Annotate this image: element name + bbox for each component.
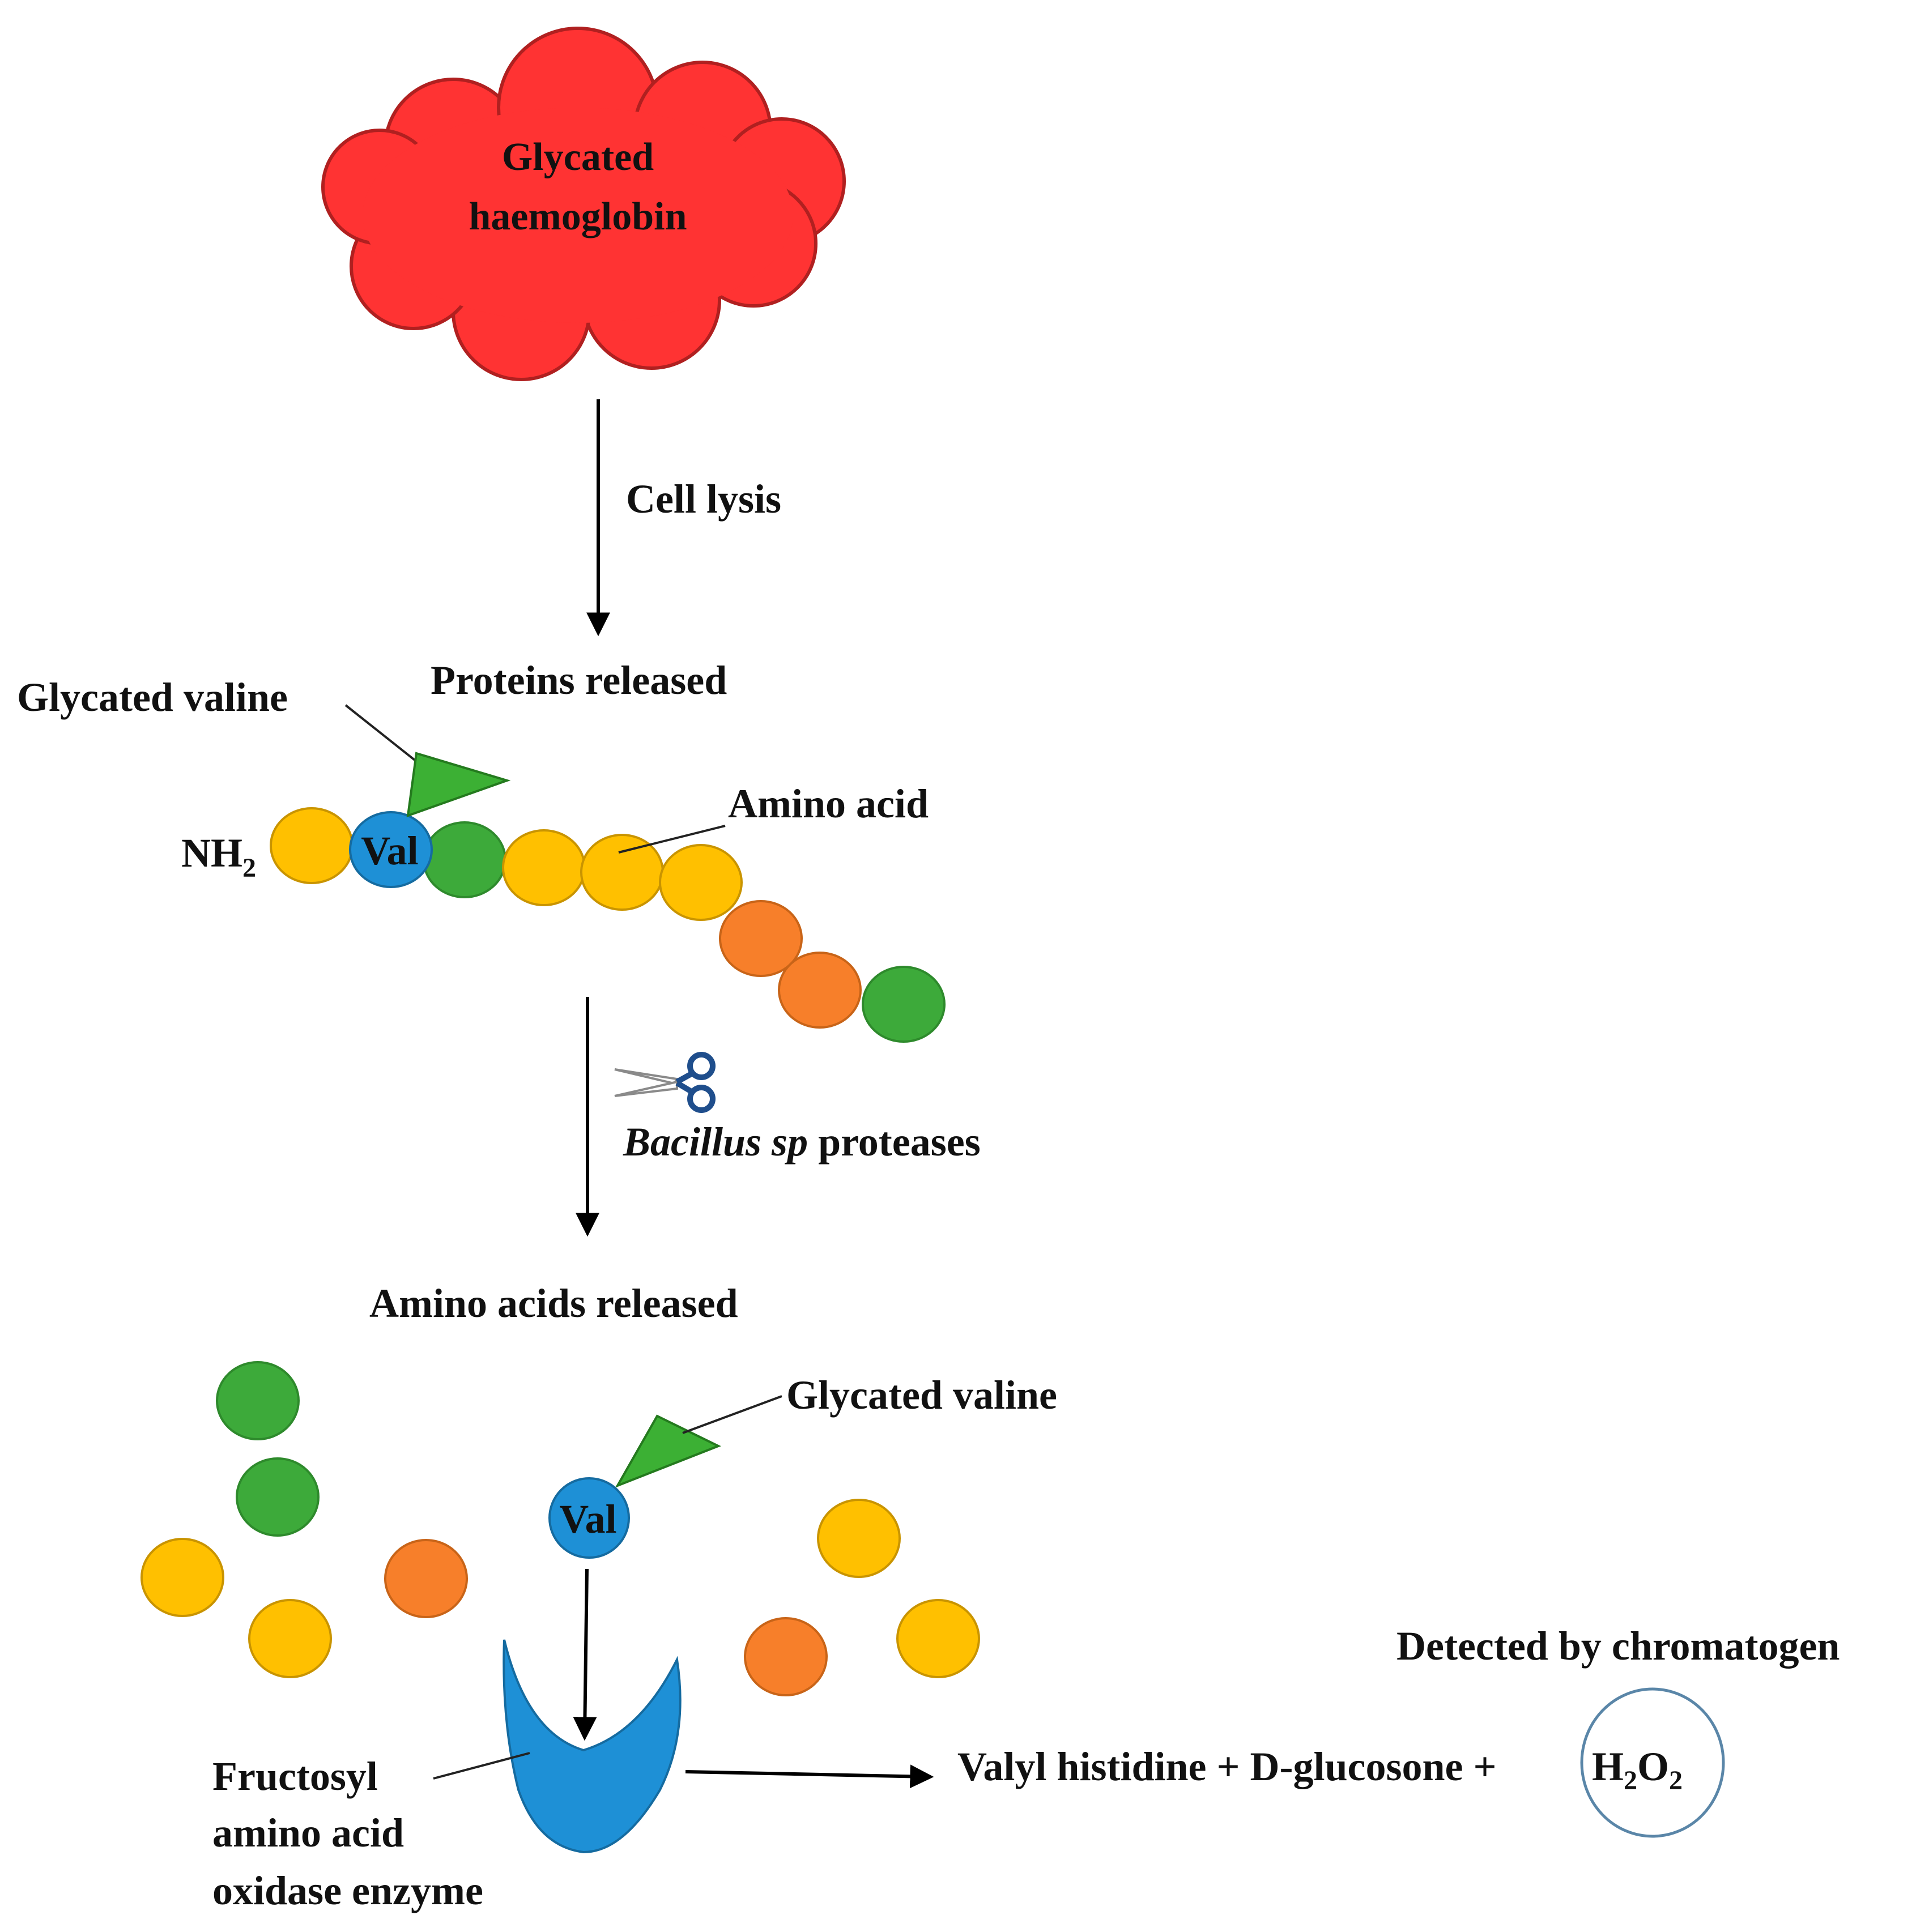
h2o2-highlight-circle bbox=[1580, 1687, 1725, 1838]
proteins-released-label: Proteins released bbox=[431, 658, 727, 703]
free-amino-acids bbox=[140, 1361, 980, 1696]
amino-acid-bead bbox=[719, 900, 803, 977]
cloud-label-line1: Glycated bbox=[502, 135, 654, 179]
glycated-valine-label-bottom: Glycated valine bbox=[786, 1372, 1057, 1418]
amino-acid-bead bbox=[862, 966, 946, 1043]
amino-acid-bead bbox=[423, 821, 506, 898]
glycated-valine-leader-bottom bbox=[682, 1395, 782, 1434]
amino-acid-bead bbox=[580, 834, 664, 911]
nh2-label: NH2 bbox=[181, 830, 256, 883]
amino-acid-bead bbox=[384, 1539, 468, 1618]
glycated-valine-label-top: Glycated valine bbox=[17, 675, 288, 720]
free-glycated-valine: Val bbox=[548, 1414, 721, 1559]
amino-acid-bead bbox=[817, 1499, 901, 1578]
amino-acid-bead bbox=[216, 1361, 300, 1440]
amino-acid-bead bbox=[236, 1457, 320, 1537]
glycation-triangle-top bbox=[406, 752, 511, 817]
reaction-arrow bbox=[685, 1764, 934, 1789]
amino-acid-bead bbox=[659, 844, 743, 921]
substrate-arrow bbox=[573, 1568, 597, 1741]
enzyme-shape bbox=[503, 1639, 682, 1854]
val-label-top: Val bbox=[361, 828, 418, 873]
cell-lysis-label: Cell lysis bbox=[626, 476, 781, 522]
detected-label: Detected by chromatogen bbox=[1396, 1623, 1840, 1669]
protein-chain: Val bbox=[270, 752, 946, 1043]
amino-acid-leader bbox=[618, 825, 726, 854]
cloud-label-line2: haemoglobin bbox=[469, 195, 687, 238]
amino-acid-bead bbox=[140, 1538, 224, 1617]
scissors-icon bbox=[614, 1052, 716, 1113]
enzyme-leader bbox=[433, 1752, 530, 1780]
amino-acid-bead bbox=[778, 952, 862, 1029]
amino-acids-released-label: Amino acids released bbox=[369, 1281, 738, 1326]
glycated-haemoglobin-cloud: Glycated haemoglobin bbox=[321, 27, 846, 381]
amino-acid-label: Amino acid bbox=[728, 781, 929, 826]
amino-acid-bead bbox=[896, 1599, 980, 1678]
enzyme-label-line2: amino acid bbox=[212, 1810, 404, 1856]
valine-bead bbox=[349, 811, 433, 888]
val-label-bottom: Val bbox=[559, 1496, 616, 1542]
amino-acid-bead bbox=[248, 1599, 332, 1678]
products-label: Valyl histidine + D-glucosone + bbox=[957, 1744, 1497, 1789]
enzyme-label-line3: oxidase enzyme bbox=[212, 1868, 483, 1913]
amino-acid-bead bbox=[502, 829, 586, 906]
enzyme-label-line1: Fructosyl bbox=[212, 1754, 378, 1799]
valine-bead bbox=[548, 1477, 630, 1559]
protease-label: Bacillus sp proteases bbox=[623, 1119, 981, 1165]
amino-acid-bead bbox=[744, 1617, 828, 1696]
amino-acid-bead bbox=[270, 807, 354, 884]
h2o2-label: H2O2 bbox=[1592, 1744, 1683, 1795]
